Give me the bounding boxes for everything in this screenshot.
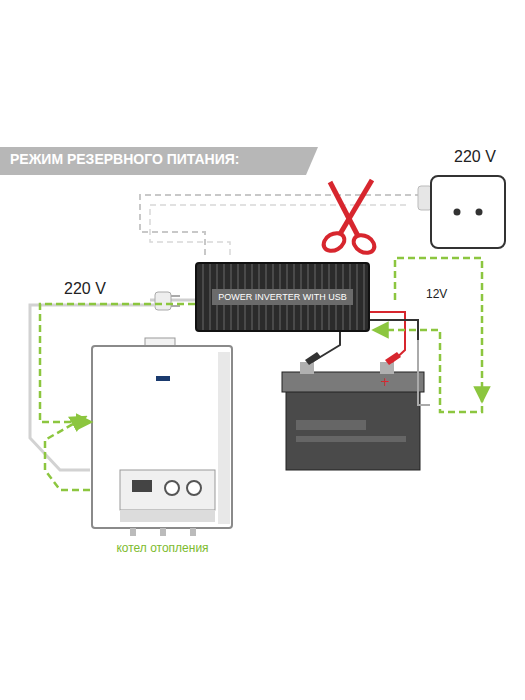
mains-plug: [418, 186, 432, 210]
voltage-label: 220 V: [62, 280, 108, 298]
voltage-label: 220 V: [452, 148, 498, 166]
boiler-plug: [155, 292, 171, 310]
node-heading: котел отопления: [113, 540, 211, 556]
flow-arrow: [395, 258, 482, 395]
socket-hole: [476, 209, 483, 216]
device-label: POWER INVERTER WITH USB: [212, 289, 352, 305]
title-band: [0, 147, 318, 175]
boiler: [92, 338, 232, 536]
flow-connector: [40, 304, 195, 422]
voltage-label: 12V: [424, 287, 449, 301]
socket-hole: [454, 209, 461, 216]
plug-pin: [171, 295, 180, 297]
inverter-box: POWER INVERTER WITH USB: [195, 262, 370, 332]
cut-cable: [140, 195, 420, 255]
plus-mark: +: [380, 375, 390, 389]
plug-pin: [171, 305, 180, 307]
title: РЕЖИМ РЕЗЕРВНОГО ПИТАНИЯ:: [10, 151, 240, 167]
red-clip: [385, 352, 401, 365]
flow-arrow: [380, 330, 482, 412]
flow-arrow: [45, 420, 90, 490]
boiler-box: котел отопления: [90, 344, 235, 556]
battery: +: [282, 362, 424, 470]
black-clip: [305, 352, 321, 365]
scissors: [320, 180, 377, 256]
black-wire: [418, 340, 430, 405]
cut-cable: [150, 205, 410, 255]
wall-socket: [431, 176, 505, 248]
